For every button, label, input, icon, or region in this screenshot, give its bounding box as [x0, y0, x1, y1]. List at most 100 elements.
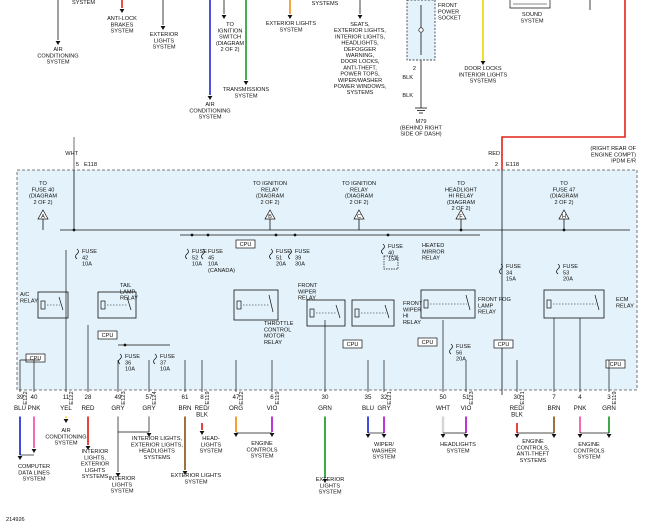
pin-number: 49: [115, 394, 122, 401]
connector-label: E122: [69, 391, 75, 405]
relay-box: [306, 299, 346, 327]
e118-left: E118: [84, 162, 97, 168]
junction-dot: [459, 228, 463, 232]
fuse-label: FUSE: [276, 249, 291, 255]
wire-color-label: RED/: [510, 405, 525, 412]
relay-box: [351, 299, 395, 327]
throttle-relay-label: RELAY: [264, 340, 282, 346]
fuse-label: 36: [125, 360, 131, 366]
arrow-icon: [606, 434, 612, 438]
air-conditioning-2-label: AIR: [205, 102, 214, 108]
exterior-lights-bottom-label: SYSTEM: [184, 479, 207, 485]
air-conditioning-label: SYSTEM: [46, 60, 69, 66]
top-wires: [55, 0, 626, 170]
relay-head-label: TO IGNITION: [253, 181, 287, 187]
exterior-lights-bottom-label: EXTERIOR LIGHTS: [171, 473, 222, 479]
wire-color-label: GRN: [318, 405, 332, 412]
red-label: RED: [488, 151, 500, 157]
cpu-box: [235, 239, 256, 249]
fuse-icon: [201, 248, 205, 260]
seats-block-label: DOOR LOCKS,: [341, 59, 380, 65]
triangle-letter: A: [41, 214, 45, 220]
exterior-lights-label: SYSTEM: [152, 45, 175, 51]
cpu-label: CPU: [240, 242, 252, 248]
fuse-label: 10A: [82, 262, 92, 268]
cpu-label: CPU: [102, 333, 114, 339]
front-wiper-hi-relay-label: HI: [403, 314, 409, 320]
arrow-icon: [160, 26, 166, 30]
front-fog-relay-label: LAMP: [478, 303, 494, 309]
cpu-label: CPU: [498, 342, 510, 348]
arrow-icon: [365, 434, 371, 438]
connector-label: E123: [121, 391, 127, 405]
fuse-icon: [381, 243, 385, 255]
arrow-icon: [115, 473, 121, 477]
triangle-letter: H: [562, 214, 566, 220]
pin-number: 32: [381, 394, 388, 401]
seats-block-label: POWER TOPS,: [340, 72, 380, 78]
fuse-icon: [185, 248, 189, 260]
fuse-label: 20A: [456, 357, 466, 363]
relay-switch: [58, 296, 64, 311]
pin-number: 11: [63, 394, 70, 401]
wire-color-label: GRY: [377, 405, 390, 412]
front-wiper-hi-relay-label: WIPER: [403, 307, 421, 313]
ecm-relay-label: RELAY: [616, 303, 634, 309]
cpu-label: CPU: [610, 362, 622, 368]
wire-red-feed: [501, 0, 626, 170]
pin-number: 39: [17, 394, 24, 401]
relay-head-label: (DIAGRAM: [256, 194, 284, 200]
ipdm-location: ENGINE COMPT): [591, 152, 636, 158]
throttle-relay-label: MOTOR: [264, 334, 285, 340]
fuse-label: 37: [160, 360, 166, 366]
relay-coil-icon: [546, 299, 552, 309]
systems-top-label: SYSTEMS: [312, 1, 339, 7]
engine-control-1-label: CONTROLS: [246, 447, 277, 453]
pin-number: 28: [85, 394, 92, 401]
wire-color-label: RED: [81, 405, 95, 412]
fuse-label: 15A: [506, 277, 516, 283]
relay-box: [543, 289, 605, 319]
cpu-label: CPU: [347, 342, 359, 348]
relay-switch: [126, 296, 132, 311]
seats-block-label: WIPER/WASHER: [338, 78, 382, 84]
arrow-icon: [31, 449, 37, 453]
headlights-1-label: LIGHTS: [201, 442, 221, 448]
cpu-box: [97, 330, 118, 340]
pin-number: 51: [463, 394, 470, 401]
arrow-icon: [119, 9, 125, 13]
interior-lights-a-label: LIGHTS: [85, 468, 105, 474]
to-ignition-switch-label: TO: [226, 22, 234, 28]
fuse-label: 15A: [388, 257, 398, 263]
connector-label: E121: [387, 391, 393, 405]
fuse-label: 10A: [125, 367, 135, 373]
socket-icon: [418, 27, 424, 33]
pin-number: 8: [200, 394, 204, 401]
cpu-box: [605, 359, 626, 369]
blk-1-label: BLK: [402, 75, 413, 81]
wire-color-label: GRN: [602, 405, 616, 412]
relay-coil-icon: [309, 308, 315, 318]
heated-mirror-relay-label: HEATED: [422, 243, 444, 249]
exterior-lights-2-label: SYSTEM: [318, 490, 341, 496]
front-power-socket-label: POWER: [438, 9, 459, 15]
anti-lock-brakes-label: ANTI-LOCK: [107, 16, 137, 22]
wire-color-label: BLK: [511, 412, 524, 419]
pin-number: 35: [365, 394, 372, 401]
arrow-icon: [322, 479, 328, 483]
pin-number: 50: [440, 394, 447, 401]
engine-controls-2-label: SYSTEM: [577, 455, 600, 461]
triangle-letter: F: [459, 214, 463, 220]
to-ignition-switch-label: (DIAGRAM: [216, 41, 244, 47]
junction-dot: [190, 233, 194, 237]
junction-dot: [206, 233, 210, 237]
cpu-box: [342, 339, 363, 349]
arrow-icon: [357, 15, 363, 19]
fuse-label: 10A: [160, 367, 170, 373]
blk-2-label: BLK: [402, 93, 413, 99]
relay-head-label: (DIAGRAM: [447, 200, 475, 206]
junction-dot: [123, 343, 127, 347]
wire-color-label: PNK: [28, 405, 42, 412]
front-wiper-relay-label: WIPER: [298, 289, 316, 295]
fuse-label: 39: [295, 255, 301, 261]
